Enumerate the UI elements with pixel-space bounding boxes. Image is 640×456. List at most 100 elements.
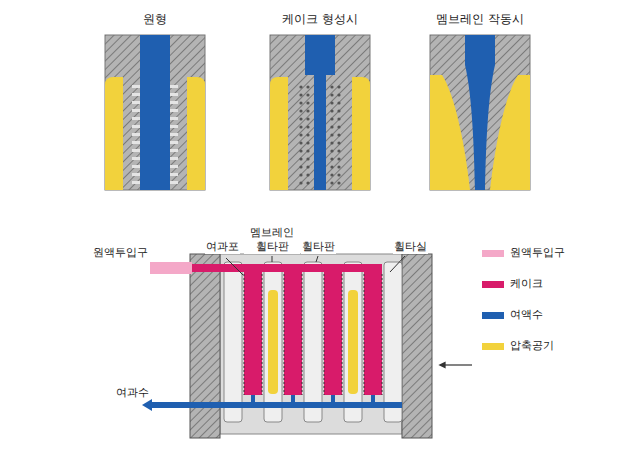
detail-panel: [430, 35, 530, 190]
legend-text: 원액투입구: [510, 246, 565, 260]
membrane-air: [268, 290, 278, 394]
cake-grain: [337, 101, 340, 104]
plate-section: [430, 35, 530, 190]
rib: [132, 117, 140, 120]
filter-cloth: [382, 274, 383, 395]
rib: [132, 181, 140, 184]
cake-grain: [337, 173, 340, 176]
rib: [170, 93, 178, 96]
rib: [170, 141, 178, 144]
cake-grain: [306, 133, 309, 136]
filtrate-line: [152, 402, 402, 408]
rib: [132, 173, 140, 176]
cake-grain: [330, 181, 333, 184]
legend-item: 원액투입구: [482, 246, 565, 260]
leader-line: [390, 256, 405, 272]
cake-grain: [299, 101, 302, 104]
rib: [132, 149, 140, 152]
feed-channel: [192, 264, 382, 272]
rib: [170, 157, 178, 160]
cake-grain: [306, 93, 309, 96]
cake-grain: [337, 85, 340, 88]
detail-panel: [270, 35, 370, 190]
rib: [170, 125, 178, 128]
cake-grain: [306, 173, 309, 176]
membrane-air: [348, 290, 358, 394]
cake-grain: [299, 181, 302, 184]
cake-chamber: [364, 272, 382, 395]
cake-grain: [299, 85, 302, 88]
filter-plate: [264, 262, 282, 422]
filter-cloth: [302, 274, 303, 395]
part-label: 멤브레인 휠타판: [244, 226, 300, 254]
rib: [132, 141, 140, 144]
cake-grain: [306, 141, 309, 144]
filter-cloth: [324, 274, 325, 395]
cake-chamber: [284, 272, 302, 395]
cake-grain: [299, 149, 302, 152]
rib: [170, 133, 178, 136]
cake-grain: [330, 93, 333, 96]
cake-grain: [337, 125, 340, 128]
cake-grain: [299, 165, 302, 168]
filtrate-channel: [465, 35, 495, 190]
cake-grain: [299, 173, 302, 176]
cake-chamber: [244, 272, 262, 395]
filter-cloth: [262, 274, 263, 395]
rib: [132, 93, 140, 96]
rib: [132, 133, 140, 136]
rib: [170, 165, 178, 168]
filter-cloth: [244, 274, 245, 395]
rib: [132, 85, 140, 88]
filter-cloth: [342, 274, 343, 395]
cake-grain: [337, 93, 340, 96]
filter-plate: [304, 262, 322, 422]
plate-section: [105, 35, 205, 190]
legend-item: 여액수: [482, 308, 543, 322]
cake-grain: [299, 133, 302, 136]
end-plate: [402, 254, 432, 438]
cake-grain: [330, 141, 333, 144]
legend-text: 케이크: [510, 277, 543, 291]
filtrate-channel: [140, 35, 170, 190]
cake-grain: [306, 181, 309, 184]
pointer-arrow: [442, 364, 472, 365]
rib: [170, 149, 178, 152]
leader-line: [226, 258, 243, 275]
legend-item: 압축공기: [482, 339, 554, 353]
cake-grain: [330, 157, 333, 160]
detail-panel: [105, 35, 205, 190]
cake-grain: [306, 85, 309, 88]
part-label: 휠타실: [393, 240, 428, 254]
cake-grain: [330, 101, 333, 104]
air-chamber: [105, 77, 123, 190]
legend-swatch: [482, 343, 504, 350]
cake-grain: [306, 101, 309, 104]
cake-grain: [306, 165, 309, 168]
rib: [170, 181, 178, 184]
cake-grain: [330, 125, 333, 128]
cake-grain: [330, 149, 333, 152]
plate-section: [270, 35, 370, 190]
legend-swatch: [482, 312, 504, 319]
cake-grain: [299, 141, 302, 144]
rib: [170, 173, 178, 176]
slurry-inlet: [150, 262, 192, 274]
part-label: 휠타판: [301, 240, 336, 254]
rib: [170, 117, 178, 120]
panel-title: 원형: [142, 12, 168, 27]
panel-title: 멤브레인 작동시: [435, 12, 525, 27]
cake-grain: [330, 165, 333, 168]
cake-grain: [337, 109, 340, 112]
cake-grain: [337, 149, 340, 152]
cake-grain: [306, 157, 309, 160]
rib: [132, 165, 140, 168]
air-chamber: [490, 75, 530, 190]
filtrate-drop: [251, 395, 255, 403]
cake-grain: [330, 117, 333, 120]
air-chamber: [187, 77, 205, 190]
filtrate-arrow: [142, 399, 152, 411]
filtrate-drop: [291, 395, 295, 403]
legend-swatch: [482, 281, 504, 288]
cake-grain: [337, 141, 340, 144]
